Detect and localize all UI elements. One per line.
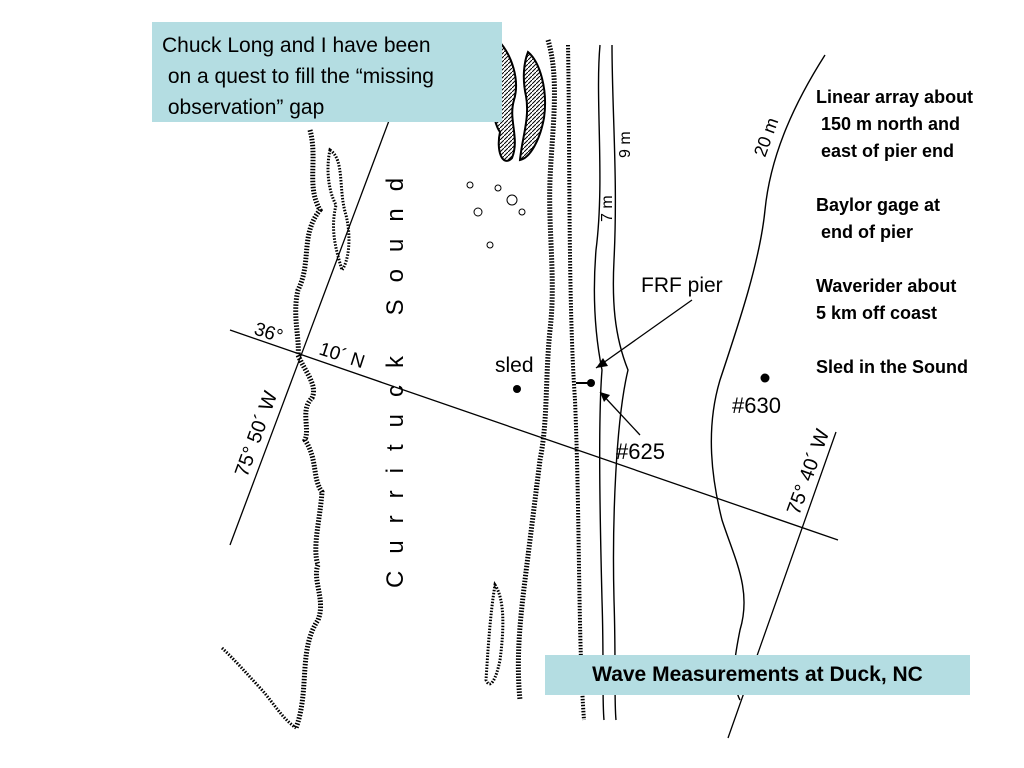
label-frf-pier: FRF pier [641,274,723,297]
label-depth-7m: 7 m [599,195,616,222]
note-spacer [816,246,1021,273]
west-shore-lobe [326,147,351,274]
label-longitude-west: 75° 50´ W [231,388,282,479]
label-depth-9m: 9 m [617,131,634,158]
callout-line: on a quest to fill the “missing [162,65,434,88]
note-spacer [816,165,1021,192]
label-currituck-sound: Currituck Sound [382,161,409,588]
contour-7m [593,44,605,721]
note-waverider: 5 km off coast [816,303,938,323]
frf-pier-leader [595,299,693,369]
west-shoreline [293,129,325,729]
callout-line: observation” gap [162,96,325,119]
callout-line: Chuck Long and I have been [162,34,431,57]
pier-end-gage-marker [587,379,595,387]
contour-20m [710,54,826,701]
latitude-line [229,329,839,541]
note-spacer [816,327,1021,354]
station-630-marker [760,373,770,383]
label-sled: sled [495,354,534,377]
instrument-notes: Linear array about 150 m north and east … [816,84,1021,381]
longitude-line-west [229,117,391,546]
station-625-arrowhead [600,392,610,402]
note-baylor-gage: Baylor gage at [816,195,941,215]
contour-9m [611,44,629,721]
label-longitude-east: 75° 40´ W [783,426,834,517]
marsh-island-2 [518,50,546,162]
marsh-islet [506,194,518,206]
callout-box: Chuck Long and I have been on a quest to… [152,22,502,122]
frf-pier-arrowhead [596,358,608,368]
sled-marker [513,385,521,393]
marsh-islet [473,207,483,217]
marsh-islet [494,184,502,192]
marsh-islet [518,208,526,216]
marsh-islet [466,181,474,189]
note-linear-array: 150 m north and [816,114,961,134]
barrier-sound-shoreline [515,39,557,701]
barrier-spit [484,581,505,686]
label-latitude-deg: 36° [251,319,285,348]
note-waverider: Waverider about [816,276,957,296]
station-625-leader [599,391,641,436]
note-baylor-gage: end of pier [816,222,914,242]
marsh-islet [486,241,494,249]
ocean-shoreline [566,44,586,721]
note-linear-array: east of pier end [816,141,955,161]
slide-title: Wave Measurements at Duck, NC [545,655,970,695]
south-mainland [220,646,297,730]
label-station-630: #630 [732,393,781,418]
note-linear-array: Linear array about [816,87,974,107]
label-station-625: #625 [616,439,665,464]
note-sled: Sled in the Sound [816,357,968,377]
